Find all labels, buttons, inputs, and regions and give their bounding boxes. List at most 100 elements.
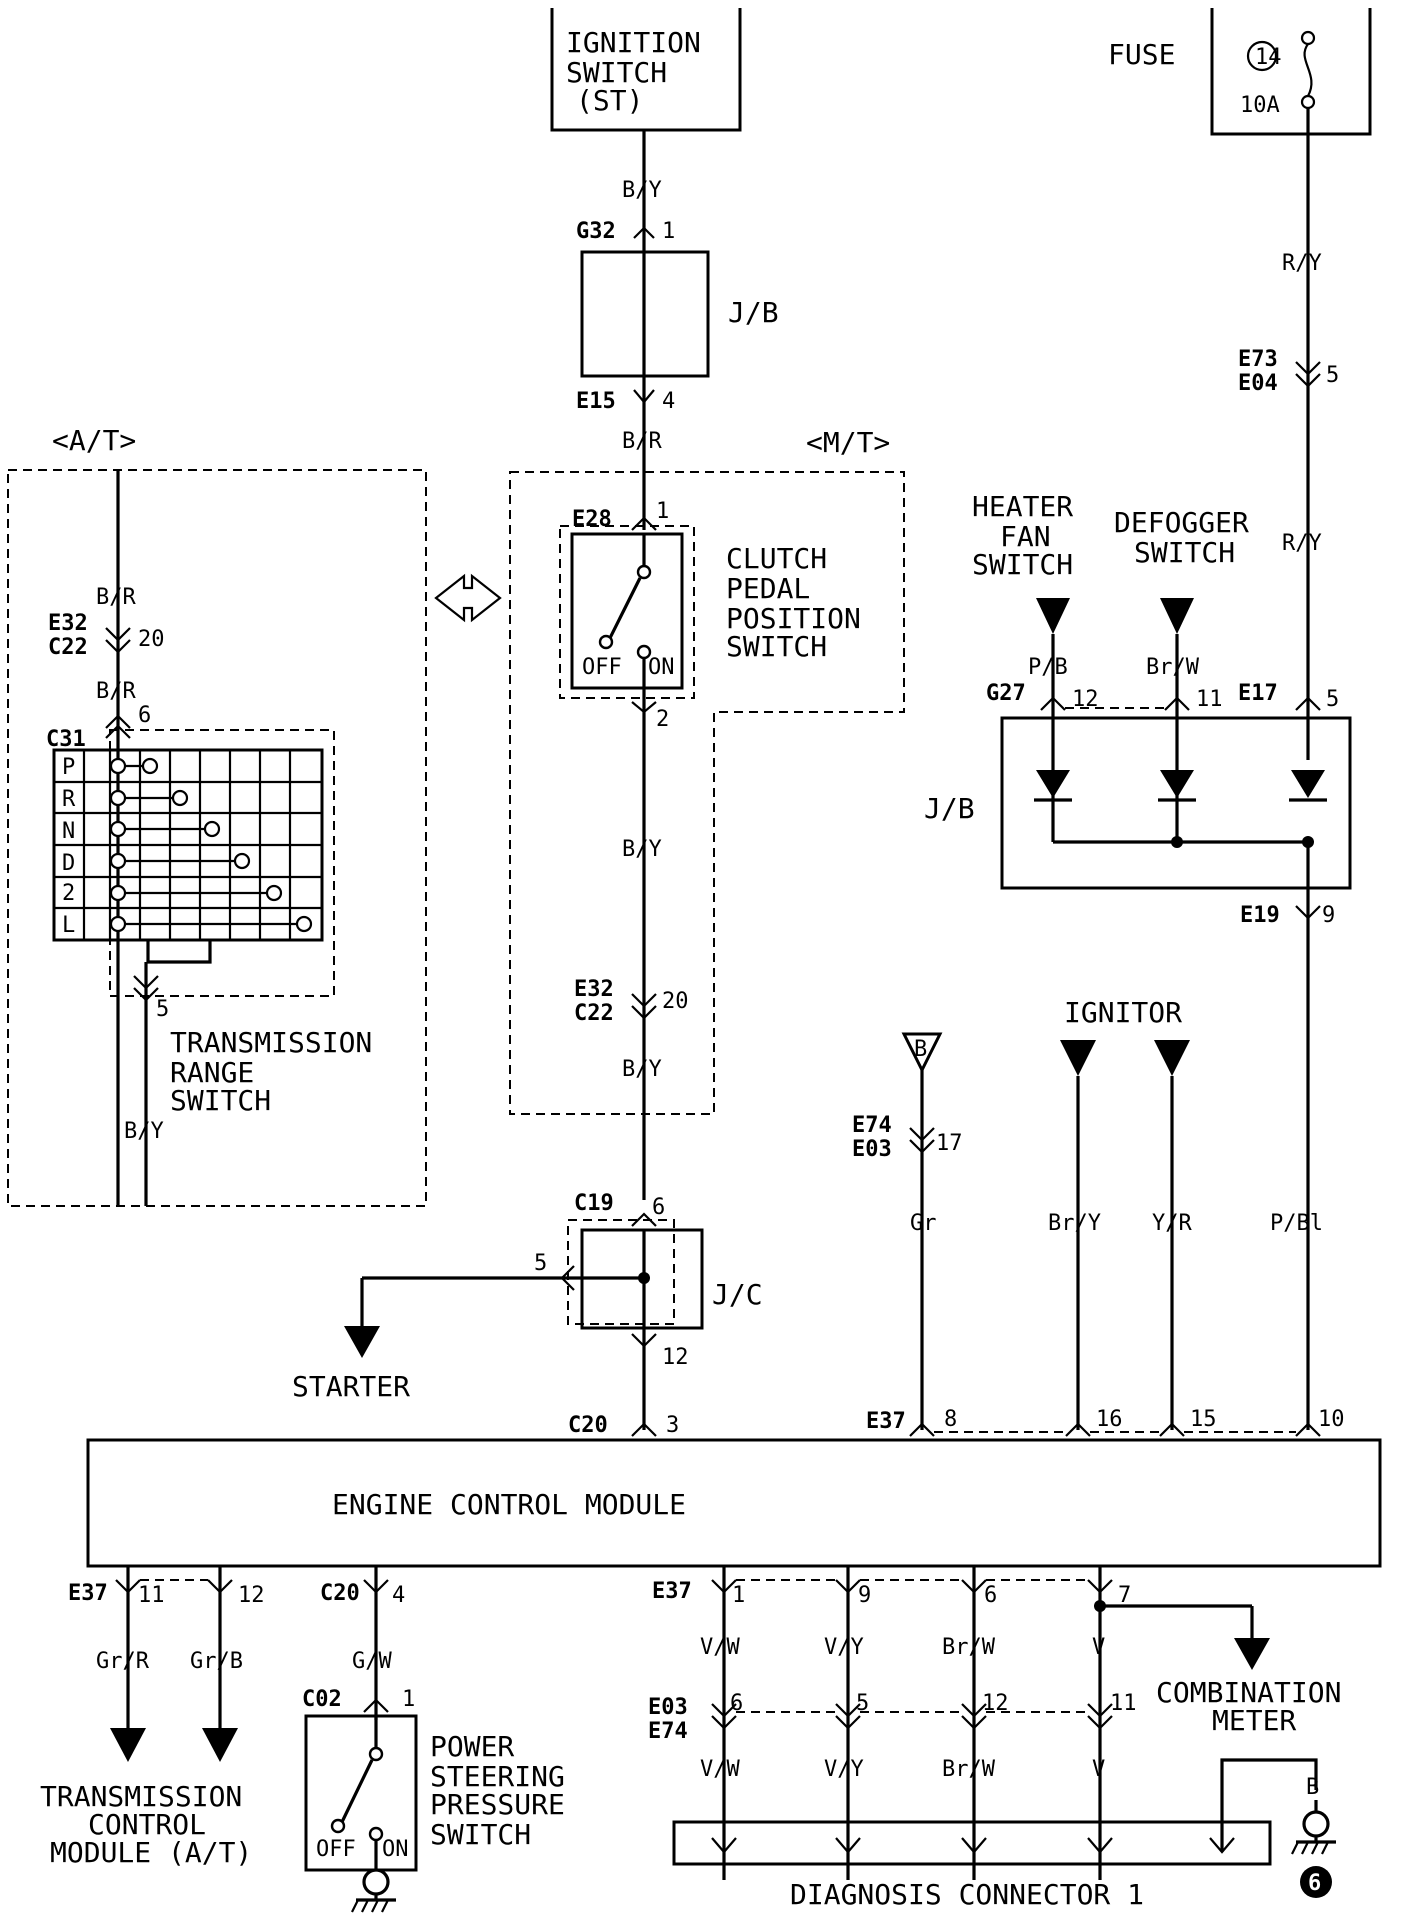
connector-e15: E15 xyxy=(576,389,616,414)
shift-pos-r: R xyxy=(62,787,76,812)
pin-e37-12: 12 xyxy=(238,1583,265,1608)
fuse-label: FUSE xyxy=(1108,38,1175,71)
tcm-label-3: MODULE (A/T) xyxy=(50,1836,252,1869)
pin-e74: 17 xyxy=(936,1131,963,1156)
wire-label-fuse-mid: R/Y xyxy=(1282,531,1322,556)
wire-label-diag-upper-1: V/W xyxy=(700,1635,740,1660)
pin-e03-6: 6 xyxy=(730,1691,743,1716)
wire-label-diag-lower-3: Br/W xyxy=(942,1757,996,1782)
ecm-label: ENGINE CONTROL MODULE xyxy=(332,1488,686,1521)
connector-g27: G27 xyxy=(986,681,1026,706)
wire-label-at-mid: B/R xyxy=(96,679,136,704)
pin-c31-bot: 5 xyxy=(156,997,169,1022)
pin-c02: 1 xyxy=(402,1687,415,1712)
connector-e74-bot: E74 xyxy=(648,1719,688,1744)
trs-label-2: RANGE xyxy=(170,1056,254,1089)
connector-c20-top: C20 xyxy=(568,1413,608,1438)
pin-e37-7: 7 xyxy=(1118,1583,1131,1608)
shift-pos-l: L xyxy=(62,913,75,938)
tcm-label-2: CONTROL xyxy=(88,1808,206,1841)
ground-6: B 6 xyxy=(1291,1775,1336,1898)
jb-label-2: J/B xyxy=(924,792,975,825)
pin-c19-top: 6 xyxy=(652,1195,665,1220)
tcm-label-1: TRANSMISSION xyxy=(40,1780,242,1813)
combination-meter-label-1: COMBINATION xyxy=(1156,1676,1341,1709)
fuse-rating: 10A xyxy=(1240,93,1280,118)
clutch-switch-contact: OFF ON xyxy=(582,534,675,688)
ps-label-2: STEERING xyxy=(430,1760,565,1793)
connector-c20-bot: C20 xyxy=(320,1581,360,1606)
connector-e17: E17 xyxy=(1238,681,1278,706)
ps-off-label: OFF xyxy=(316,1837,356,1862)
diagnosis-connector-label: DIAGNOSIS CONNECTOR 1 xyxy=(790,1878,1144,1911)
pin-e37-1: 1 xyxy=(732,1583,745,1608)
wire-label-at-out: B/Y xyxy=(124,1119,164,1144)
jc-junction: C19 6 J/C 5 STARTER 12 C20 3 xyxy=(292,1191,763,1438)
ignition-switch-label-2: SWITCH xyxy=(566,56,667,89)
mt-block: <M/T> E28 1 OFF ON CLUTCH PEDAL POSITION… xyxy=(509,410,905,1200)
wire-label-gr: Gr xyxy=(910,1211,937,1236)
at-block: <A/T> B/R E32 C22 20 B/R C31 6 P R xyxy=(7,424,427,1207)
variant-swap-arrow xyxy=(434,573,502,623)
e37-top-connector: E37 8 16 15 10 xyxy=(866,1407,1345,1437)
pin-e03-11: 11 xyxy=(1110,1691,1137,1716)
wire-label-ign-out: B/Y xyxy=(622,178,662,203)
connector-c02: C02 xyxy=(302,1687,342,1712)
ground-wire-label: B xyxy=(1306,1775,1319,1800)
pin-e28-out: 2 xyxy=(656,707,669,732)
jc-label: J/C xyxy=(712,1278,763,1311)
fuse: FUSE 14 10A R/Y E73 E04 5 R/Y xyxy=(1108,8,1372,760)
ignition-switch: IGNITION SWITCH (ST) xyxy=(550,8,742,132)
combination-meter-label-2: METER xyxy=(1212,1704,1296,1737)
clutch-off-label: OFF xyxy=(582,655,622,680)
ignitor-group: IGNITOR B E74 E03 17 Gr Br/Y Y/R P/Bl xyxy=(852,996,1323,1430)
wire-label-ps: G/W xyxy=(352,1649,392,1674)
defogger-label-1: DEFOGGER xyxy=(1114,506,1249,539)
connector-g32: G32 xyxy=(576,219,616,244)
shift-position-grid: P R N D 2 L xyxy=(54,750,322,940)
tcm-group: E37 11 12 Gr/R Gr/B TRANSMISSION CONTROL… xyxy=(40,1566,265,1869)
jb-box-1 xyxy=(580,250,710,378)
pin-e37-6: 6 xyxy=(984,1583,997,1608)
connector-c22-at: C22 xyxy=(48,635,88,660)
heater-label-2: FAN xyxy=(1000,520,1051,553)
connector-e03-top: E03 xyxy=(852,1137,892,1162)
wire-label-jb2-out: P/Bl xyxy=(1270,1211,1323,1236)
connector-e37-bot-right: E37 xyxy=(652,1579,692,1604)
defogger-label-2: SWITCH xyxy=(1134,536,1235,569)
pin-c19-bot: 12 xyxy=(662,1345,689,1370)
wire-label-diag-upper-4: V xyxy=(1092,1635,1105,1660)
pin-e37-9: 9 xyxy=(858,1583,871,1608)
pin-e37-top-10: 10 xyxy=(1318,1407,1345,1432)
ground-number: 6 xyxy=(1308,1871,1321,1896)
connector-c31: C31 xyxy=(46,727,86,752)
pin-c31-top: 6 xyxy=(138,703,151,728)
diode-fuse xyxy=(1289,770,1327,802)
connector-c22-mt: C22 xyxy=(574,1001,614,1026)
wire-label-jb-out: B/R xyxy=(622,429,662,454)
shift-pos-2: 2 xyxy=(62,881,75,906)
pin-e15: 4 xyxy=(662,389,675,414)
pin-c20-top: 3 xyxy=(666,1413,679,1438)
variant-mt-label: <M/T> xyxy=(806,426,890,459)
ps-label-4: SWITCH xyxy=(430,1818,531,1851)
wire-label-diag-lower-2: V/Y xyxy=(824,1757,864,1782)
trs-label-1: TRANSMISSION xyxy=(170,1026,372,1059)
connector-e74-top: E74 xyxy=(852,1113,892,1138)
ignition-switch-label-1: IGNITION xyxy=(566,26,701,59)
pin-g27-b: 11 xyxy=(1196,687,1223,712)
diagnosis-lines: E37 1 9 6 7 COMBINATION METER V/W V/Y Br… xyxy=(648,1566,1341,1880)
heater-label-3: SWITCH xyxy=(972,548,1073,581)
wire-label-mt-low: B/Y xyxy=(622,1057,662,1082)
diode-heater xyxy=(1034,720,1072,842)
ps-label-1: POWER xyxy=(430,1730,514,1763)
trs-label-3: SWITCH xyxy=(170,1084,271,1117)
pin-e37-top-16: 16 xyxy=(1096,1407,1123,1432)
wire-label-ign-a: Br/Y xyxy=(1048,1211,1101,1236)
pin-e37-top-15: 15 xyxy=(1190,1407,1217,1432)
pin-e37-top-8: 8 xyxy=(944,1407,957,1432)
connector-e28: E28 xyxy=(572,507,612,532)
pin-e37-11: 11 xyxy=(138,1583,165,1608)
jb-diode-block: HEATER FAN SWITCH DEFOGGER SWITCH P/B Br… xyxy=(924,490,1352,1430)
wire-label-ign-b: Y/R xyxy=(1152,1211,1192,1236)
